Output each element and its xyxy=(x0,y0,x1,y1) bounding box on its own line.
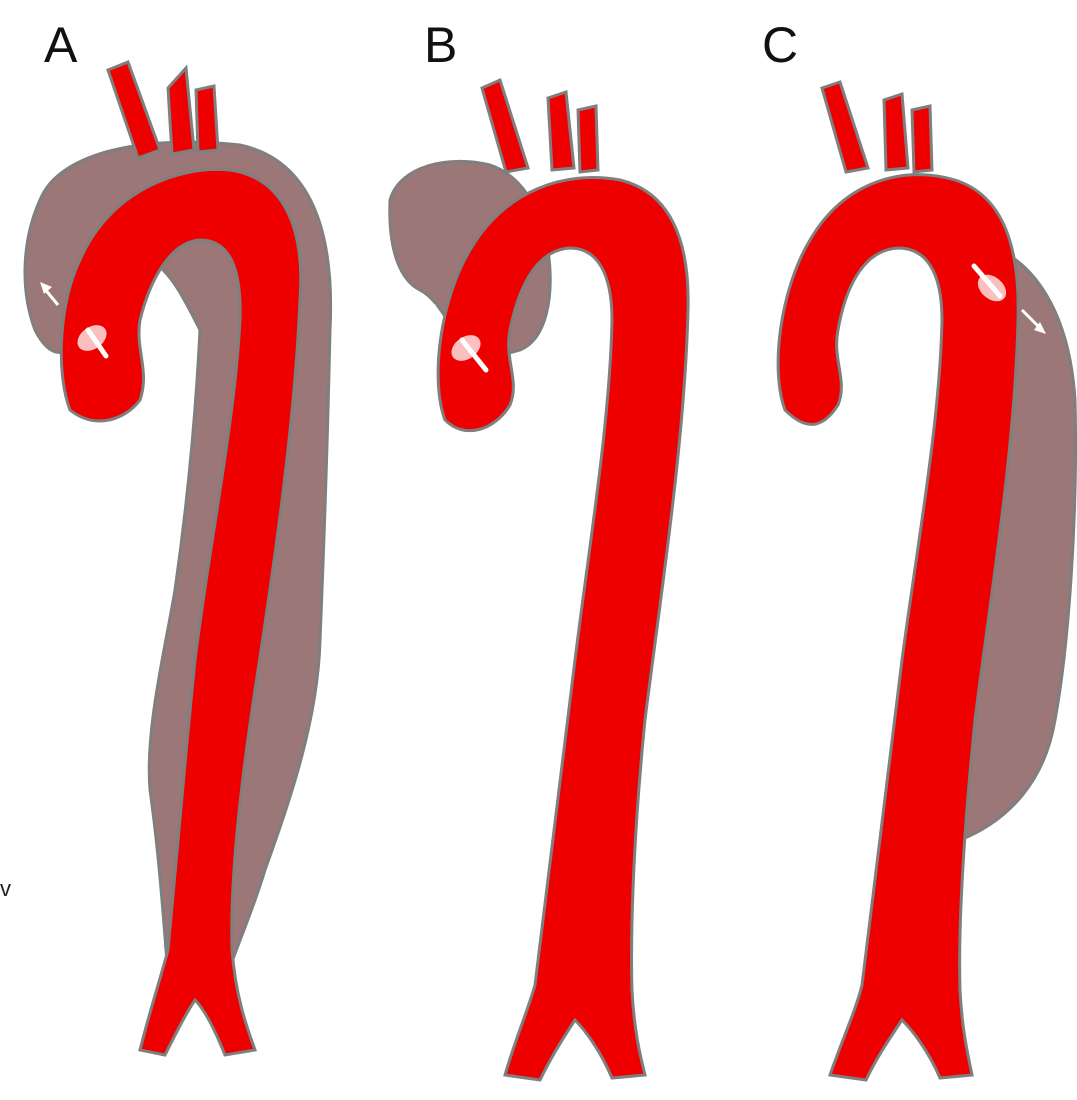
panel-label-a: A xyxy=(44,20,77,70)
panel-c-branch-vessels xyxy=(822,82,932,172)
panel-c-true-lumen xyxy=(778,175,1018,1080)
edge-glyph: v xyxy=(0,878,11,900)
panel-b-true-lumen xyxy=(438,178,688,1080)
panel-c-aorta xyxy=(778,82,1075,1080)
panel-b-aorta xyxy=(390,80,688,1080)
panel-b-branch-vessels xyxy=(482,80,598,172)
panel-label-b: B xyxy=(424,20,457,70)
panel-a-aorta xyxy=(25,62,331,1055)
panel-label-c: C xyxy=(762,20,798,70)
